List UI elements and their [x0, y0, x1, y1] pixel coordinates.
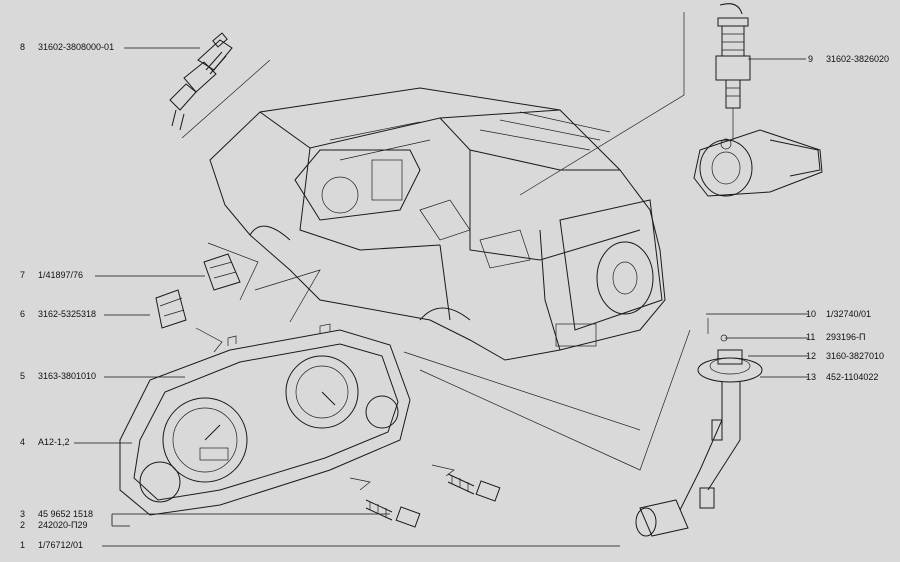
part-code: 3162-5325318	[38, 309, 97, 319]
callout-number: 3	[20, 509, 26, 519]
callout-number: 11	[806, 332, 816, 342]
callout-number: 5	[20, 371, 26, 381]
part-code: 31602-3808000-01	[38, 42, 115, 52]
panel-dividers	[181, 12, 691, 491]
part-code: 242020-П29	[38, 520, 88, 530]
callout-number: 7	[20, 270, 26, 280]
vehicle-outline	[209, 87, 666, 361]
screws	[365, 473, 501, 528]
mounting-brackets	[155, 253, 241, 329]
part-code: 1/32740/01	[826, 309, 872, 319]
part-code: 1/76712/01	[38, 540, 84, 550]
leader-lines	[74, 47, 808, 547]
fuel-level-sensor	[635, 318, 763, 537]
part-code: 31602-3826020	[826, 54, 890, 64]
callout-number: 2	[20, 520, 26, 530]
part-code: 45 9652 1518	[38, 509, 94, 519]
instrument-cluster	[119, 323, 411, 516]
part-code: А12-1,2	[38, 437, 70, 447]
callout-number: 9	[808, 54, 814, 64]
callout-number: 8	[20, 42, 26, 52]
callout-number: 13	[806, 372, 817, 382]
callout-number: 6	[20, 309, 26, 319]
callout-number: 10	[806, 309, 817, 319]
part-code: 293196-П	[826, 332, 866, 342]
temperature-sensor	[169, 32, 233, 131]
part-code: 1/41897/76	[38, 270, 84, 280]
callout-number: 12	[806, 351, 817, 361]
callout-number: 1	[20, 540, 26, 550]
part-code: 3163-3801010	[38, 371, 97, 381]
callout-number: 4	[20, 437, 26, 447]
part-code: 3160-3827010	[826, 351, 885, 361]
part-code: 452-1104022	[826, 372, 879, 382]
speed-sensor-assembly	[693, 3, 823, 197]
